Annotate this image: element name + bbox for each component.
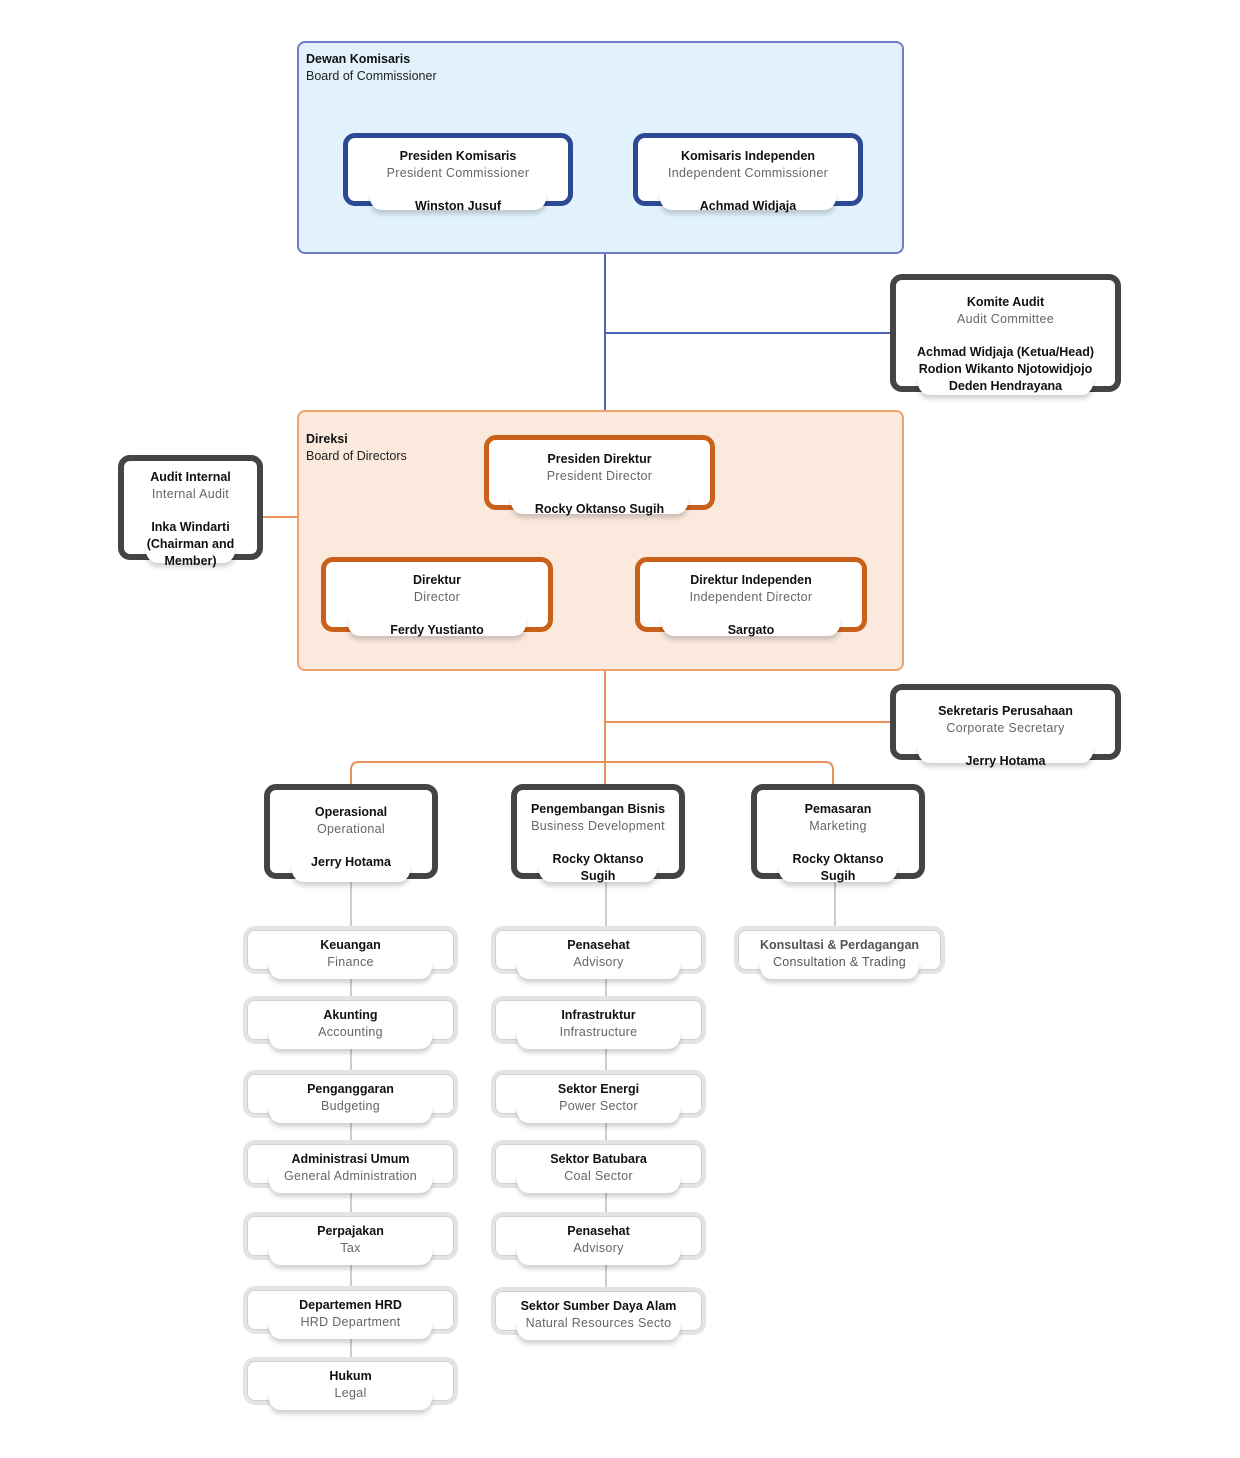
node-person: Jerry Hotama <box>311 855 391 869</box>
unit-subtitle: Accounting <box>318 1025 383 1039</box>
internal-audit-node[interactable]: Audit Internal Internal Audit Inka Winda… <box>118 455 263 568</box>
node-person: Sugih <box>580 869 616 883</box>
node-title: Sekretaris Perusahaan <box>938 704 1073 718</box>
president-commissioner-node[interactable]: Presiden Komisaris President Commissione… <box>343 133 573 213</box>
node-subtitle: Independent Director <box>689 590 813 604</box>
unit-subtitle: HRD Department <box>300 1315 401 1329</box>
unit-title: Hukum <box>329 1369 372 1383</box>
node-person: Inka Windarti <box>151 520 230 534</box>
node-title: Audit Internal <box>150 470 231 484</box>
node-person: Winston Jusuf <box>415 199 501 213</box>
unit-title: Penganggaran <box>307 1082 394 1096</box>
node-person: Ferdy Yustianto <box>390 623 484 637</box>
marketing-division-node[interactable]: Pemasaran Marketing Rocky Oktanso Sugih <box>751 784 925 883</box>
unit-tax[interactable]: Perpajakan Tax <box>243 1212 458 1265</box>
unit-natural-resources[interactable]: Sektor Sumber Daya Alam Natural Resource… <box>491 1287 706 1340</box>
unit-title: Perpajakan <box>317 1224 384 1238</box>
node-person: Jerry Hotama <box>965 754 1046 768</box>
unit-title: Penasehat <box>567 938 630 952</box>
node-subtitle: Marketing <box>809 819 867 833</box>
audit-member: Rodion Wikanto Njotowidjojo <box>918 362 1093 376</box>
node-subtitle: President Commissioner <box>386 166 530 180</box>
unit-subtitle: Coal Sector <box>564 1169 633 1183</box>
audit-committee-node[interactable]: Komite Audit Audit Committee Achmad Widj… <box>890 274 1121 395</box>
unit-budgeting[interactable]: Penganggaran Budgeting <box>243 1070 458 1123</box>
unit-general-administration[interactable]: Administrasi Umum General Administration <box>243 1140 458 1193</box>
node-title: Direktur Independen <box>690 573 812 587</box>
node-subtitle: Operational <box>317 822 385 836</box>
node-subtitle: President Director <box>546 469 653 483</box>
board-title: Dewan Komisaris <box>306 52 411 66</box>
unit-title: Penasehat <box>567 1224 630 1238</box>
unit-title: Keuangan <box>320 938 381 952</box>
unit-infrastructure[interactable]: Infrastruktur Infrastructure <box>491 996 706 1049</box>
unit-title: Akunting <box>323 1008 378 1022</box>
node-title: Operasional <box>314 805 388 819</box>
unit-title: Konsultasi & Perdagangan <box>759 938 920 952</box>
audit-member: Achmad Widjaja (Ketua/Head) <box>916 345 1094 359</box>
node-subtitle: Independent Commissioner <box>667 166 829 180</box>
node-subtitle: Audit Committee <box>957 312 1054 326</box>
unit-subtitle: Consultation & Trading <box>772 955 907 969</box>
unit-accounting[interactable]: Akunting Accounting <box>243 996 458 1049</box>
directors-title: Direksi <box>306 432 348 446</box>
node-title: Direktur <box>413 573 461 587</box>
unit-subtitle: Tax <box>340 1241 361 1255</box>
unit-subtitle: Infrastructure <box>559 1025 638 1039</box>
unit-subtitle: General Administration <box>283 1169 418 1183</box>
board-subtitle: Board of Commissioner <box>306 69 437 83</box>
unit-finance[interactable]: Keuangan Finance <box>243 926 458 979</box>
director-node[interactable]: Direktur Director Ferdy Yustianto <box>321 557 553 637</box>
node-person: Rocky Oktanso <box>552 852 644 866</box>
node-subtitle: Business Development <box>531 819 665 833</box>
unit-subtitle: Budgeting <box>321 1099 380 1113</box>
node-person: Rocky Oktanso Sugih <box>534 502 665 516</box>
independent-director-node[interactable]: Direktur Independen Independent Director… <box>635 557 867 637</box>
unit-subtitle: Finance <box>327 955 374 969</box>
node-subtitle: Corporate Secretary <box>946 721 1065 735</box>
node-title: Pemasaran <box>804 802 872 816</box>
node-title: Pengembangan Bisnis <box>530 802 666 816</box>
directors-subtitle: Board of Directors <box>306 449 407 463</box>
unit-title: Infrastruktur <box>561 1008 636 1022</box>
node-subtitle: Internal Audit <box>151 487 230 501</box>
node-person: Sargato <box>727 623 775 637</box>
president-director-node[interactable]: Presiden Direktur President Director Roc… <box>484 435 715 516</box>
unit-hrd-department[interactable]: Departemen HRD HRD Department <box>243 1286 458 1339</box>
independent-commissioner-node[interactable]: Komisaris Independen Independent Commiss… <box>633 133 863 213</box>
unit-subtitle: Legal <box>334 1386 367 1400</box>
node-person: Sugih <box>820 869 856 883</box>
node-title: Presiden Direktur <box>547 452 652 466</box>
unit-title: Sektor Sumber Daya Alam <box>520 1299 677 1313</box>
node-title: Presiden Komisaris <box>399 149 517 163</box>
unit-subtitle: Natural Resources Secto <box>525 1316 672 1330</box>
audit-member: Deden Hendrayana <box>948 379 1063 393</box>
unit-subtitle: Power Sector <box>559 1099 638 1113</box>
unit-power-sector[interactable]: Sektor Energi Power Sector <box>491 1070 706 1123</box>
unit-subtitle: Advisory <box>573 1241 624 1255</box>
unit-coal-sector[interactable]: Sektor Batubara Coal Sector <box>491 1140 706 1193</box>
unit-advisory[interactable]: Penasehat Advisory <box>491 926 706 979</box>
business-development-division-node[interactable]: Pengembangan Bisnis Business Development… <box>511 784 685 883</box>
node-person: Achmad Widjaja <box>699 199 797 213</box>
unit-subtitle: Advisory <box>573 955 624 969</box>
node-person: Member) <box>164 554 217 568</box>
unit-legal[interactable]: Hukum Legal <box>243 1357 458 1410</box>
node-title: Komite Audit <box>966 295 1045 309</box>
unit-title: Departemen HRD <box>299 1298 402 1312</box>
operational-division-node[interactable]: Operasional Operational Jerry Hotama <box>264 784 438 882</box>
unit-title: Sektor Batubara <box>550 1152 647 1166</box>
unit-title: Sektor Energi <box>557 1082 640 1096</box>
node-subtitle: Director <box>413 590 461 604</box>
node-person: (Chairman and <box>146 537 235 551</box>
unit-consultation-trading[interactable]: Konsultasi & Perdagangan Consultation & … <box>734 926 945 979</box>
corporate-secretary-node[interactable]: Sekretaris Perusahaan Corporate Secretar… <box>890 684 1121 768</box>
node-person: Rocky Oktanso <box>792 852 884 866</box>
unit-title: Administrasi Umum <box>291 1152 410 1166</box>
unit-advisory-2[interactable]: Penasehat Advisory <box>491 1212 706 1265</box>
node-title: Komisaris Independen <box>680 149 816 163</box>
